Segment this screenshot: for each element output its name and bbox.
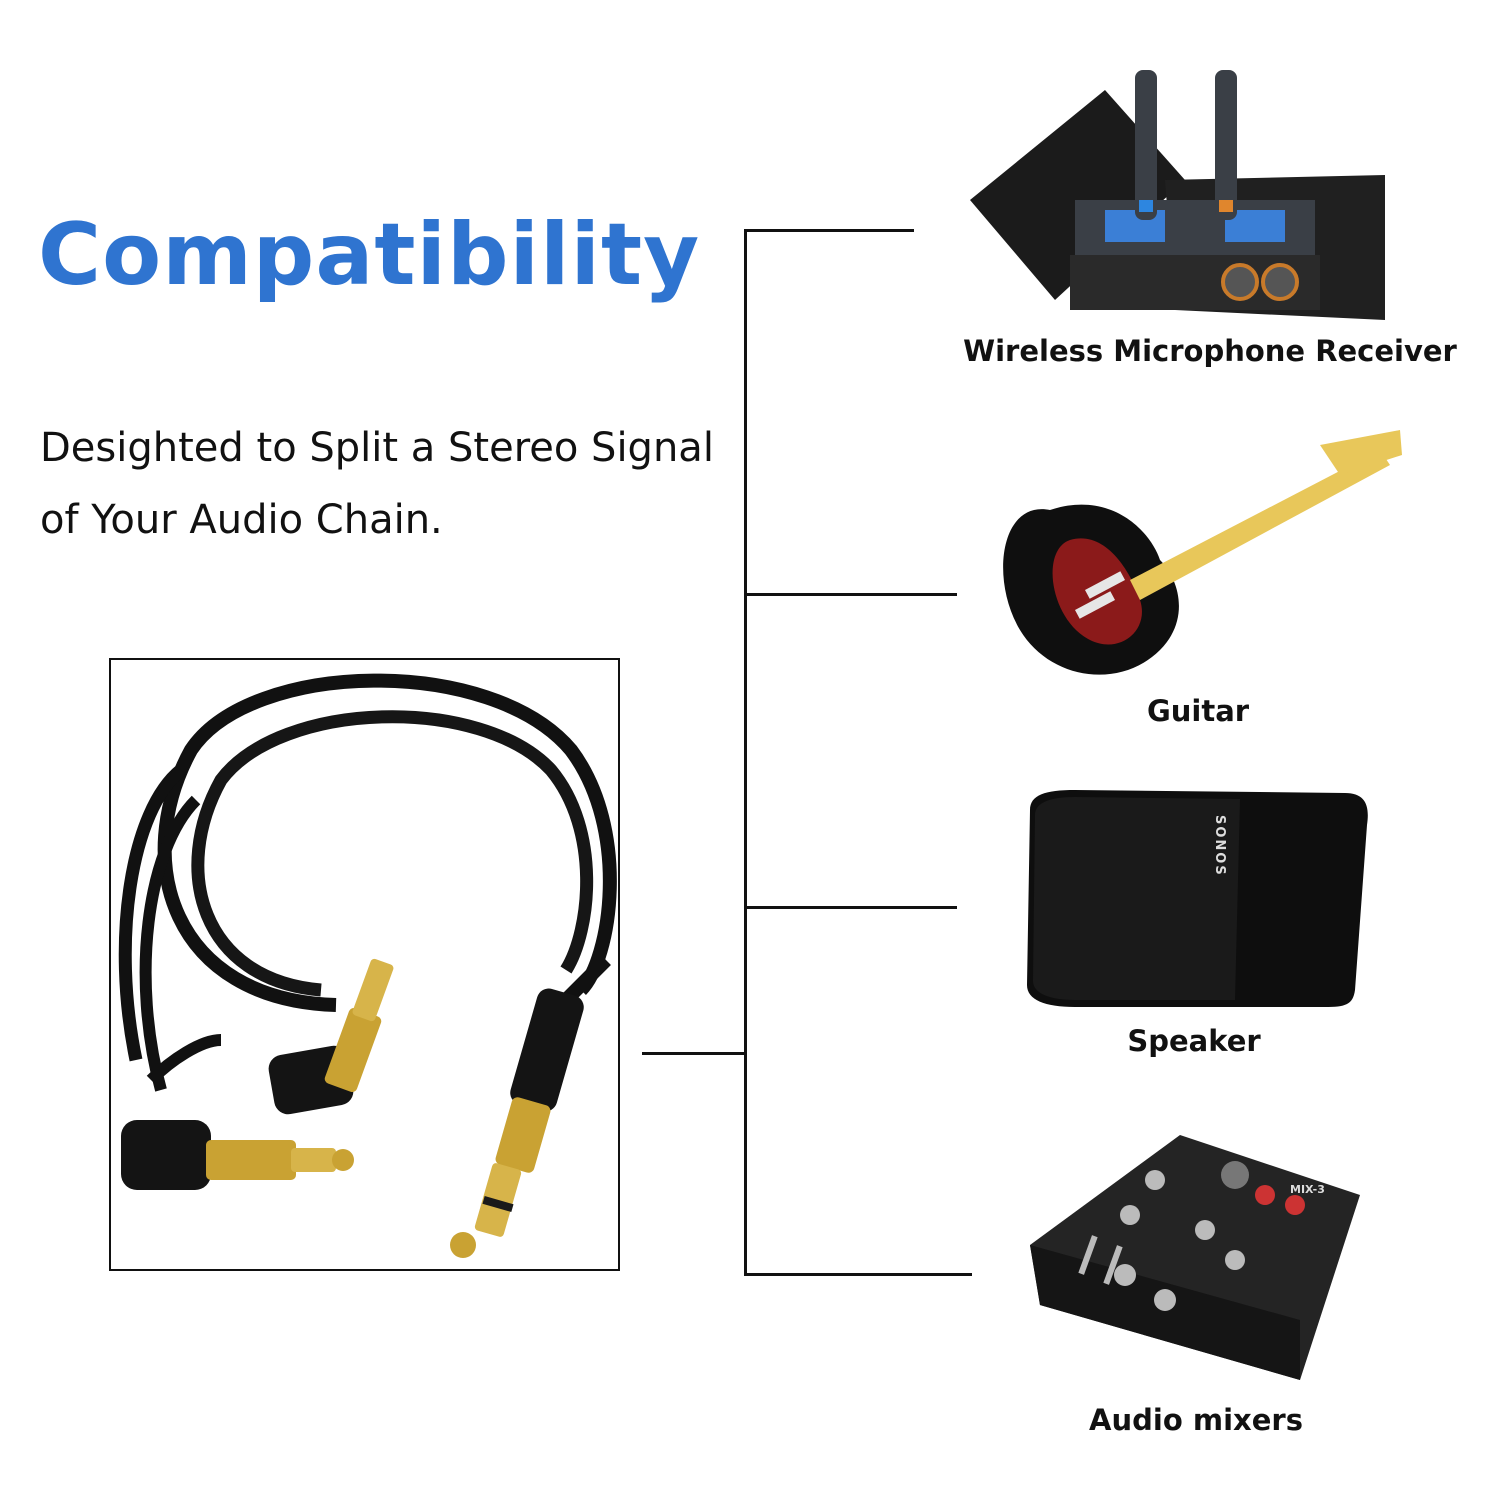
page-title: Compatibility [38,205,701,305]
device-wireless-receiver [965,60,1405,330]
speaker-icon [1027,790,1368,1007]
wireless-microphone-receiver-icon [970,70,1385,320]
speaker-brand-mark: SONOS [1212,815,1227,877]
device-label-guitar: Guitar [1146,694,1250,728]
connector-branch-receiver [744,229,914,232]
stereo-splitter-cable-icon [118,673,617,1258]
connector-branch-mixer [744,1273,972,1276]
device-guitar [990,430,1405,690]
connector-branch-guitar [744,593,957,596]
device-label-receiver: Wireless Microphone Receiver [963,334,1457,368]
product-image-frame [109,658,620,1271]
device-label-speaker: Speaker [1127,1024,1261,1058]
device-speaker: SONOS [1015,785,1375,1015]
device-audio-mixer: MIX-3 [1030,1135,1365,1380]
device-label-mixer: Audio mixers [1089,1403,1303,1437]
connector-trunk [744,229,747,1275]
connector-branch-cable [642,1052,747,1055]
subtitle-text: Desighted to Split a Stereo Signal of Yo… [40,425,714,543]
electric-guitar-icon [1003,430,1402,675]
connector-branch-speaker [744,906,957,909]
audio-mixer-icon [1030,1135,1360,1380]
mixer-model-mark: MIX-3 [1290,1183,1325,1196]
